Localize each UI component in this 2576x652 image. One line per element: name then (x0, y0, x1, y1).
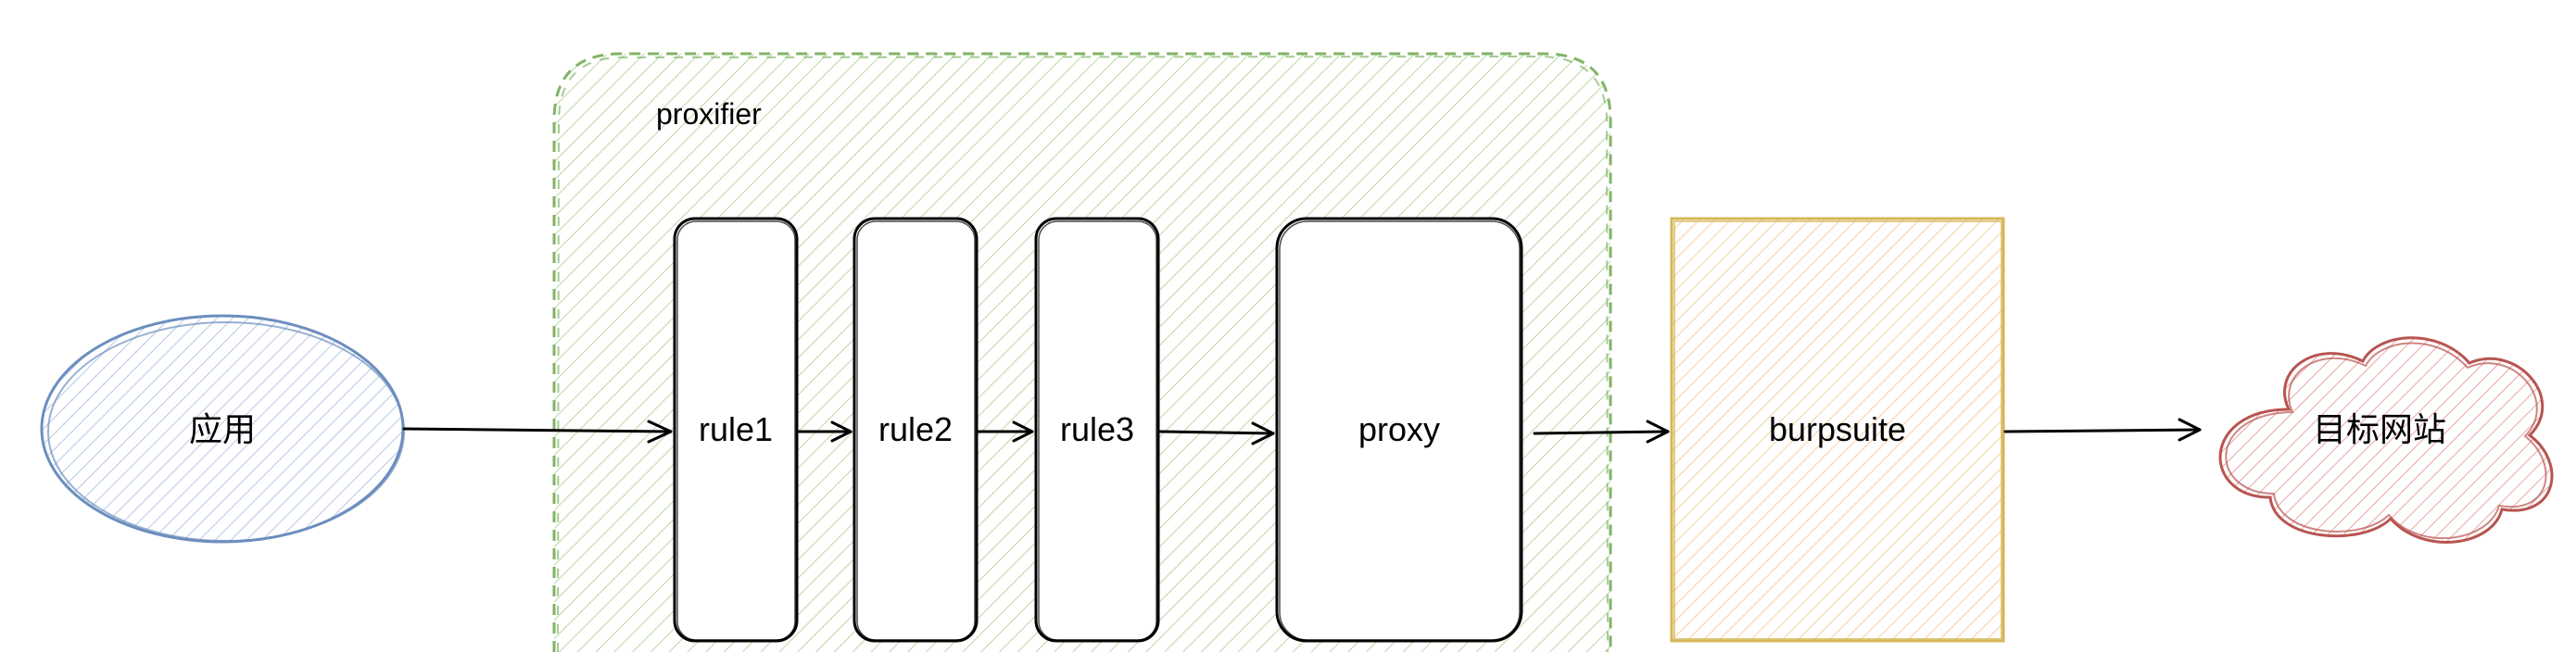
proxifier-label: proxifier (656, 97, 762, 131)
rule1-label: rule1 (699, 410, 773, 448)
burpsuite-label: burpsuite (1769, 410, 1906, 448)
rule1-node: rule1 (673, 217, 799, 643)
target-label: 目标网站 (2313, 410, 2446, 448)
app-node: 应用 (40, 314, 405, 544)
edge-rule3-proxy (1158, 421, 1275, 445)
edge-proxy-burpsuite (1533, 420, 1670, 444)
proxy-node: proxy (1275, 217, 1523, 643)
app-label: 应用 (189, 410, 256, 448)
rule2-node: rule2 (852, 217, 979, 643)
burpsuite-node: burpsuite (1670, 217, 2005, 643)
edge-rule2-rule3 (977, 420, 1034, 443)
edge-rule1-rule2 (797, 420, 852, 443)
edge-burpsuite-target (2003, 418, 2202, 442)
rule2-label: rule2 (878, 410, 953, 448)
edges (402, 418, 2202, 445)
rule3-label: rule3 (1060, 410, 1134, 448)
target-node: 目标网站 (2218, 336, 2554, 544)
proxy-label: proxy (1358, 410, 1440, 448)
edge-app-rule1 (402, 420, 673, 444)
rule3-node: rule3 (1034, 217, 1160, 643)
